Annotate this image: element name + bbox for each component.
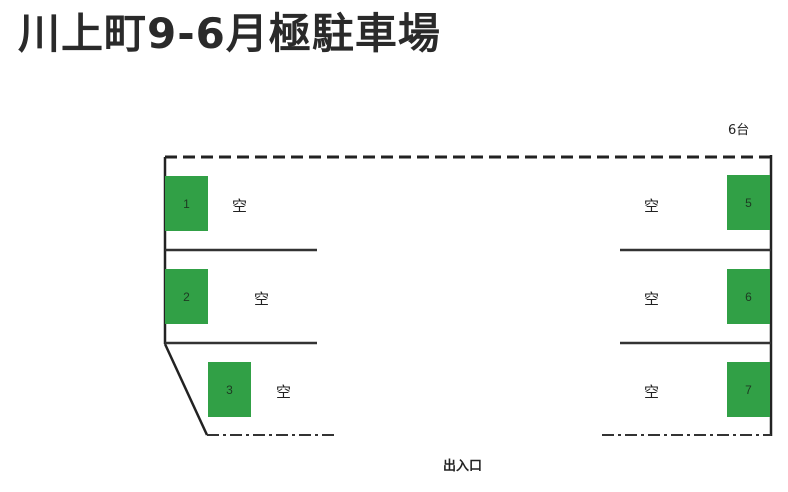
spot-number: 6 [745, 289, 752, 304]
spot-status: 空 [254, 290, 270, 308]
spot-number: 5 [745, 195, 752, 210]
entrance-label: 出入口 [443, 459, 483, 474]
left-diagonal-wall [163, 343, 209, 436]
parking-spot-6[interactable]: 6 [727, 269, 770, 324]
spot-number: 1 [183, 196, 190, 211]
spot-status: 空 [644, 383, 660, 401]
parking-spot-5[interactable]: 5 [727, 175, 770, 230]
spot-status: 空 [644, 290, 660, 308]
spot-status: 空 [276, 383, 292, 401]
spot-number: 7 [745, 382, 752, 397]
capacity-label: 6台 [728, 123, 750, 138]
parking-spot-2[interactable]: 2 [165, 269, 208, 324]
spot-status: 空 [232, 197, 248, 215]
parking-spot-7[interactable]: 7 [727, 362, 770, 417]
spot-number: 3 [226, 382, 233, 397]
parking-spot-1[interactable]: 1 [165, 176, 208, 231]
parking-spot-3[interactable]: 3 [208, 362, 251, 417]
spot-status: 空 [644, 197, 660, 215]
spot-number: 2 [183, 289, 190, 304]
page-title: 川上町9-6月極駐車場 [18, 9, 441, 58]
